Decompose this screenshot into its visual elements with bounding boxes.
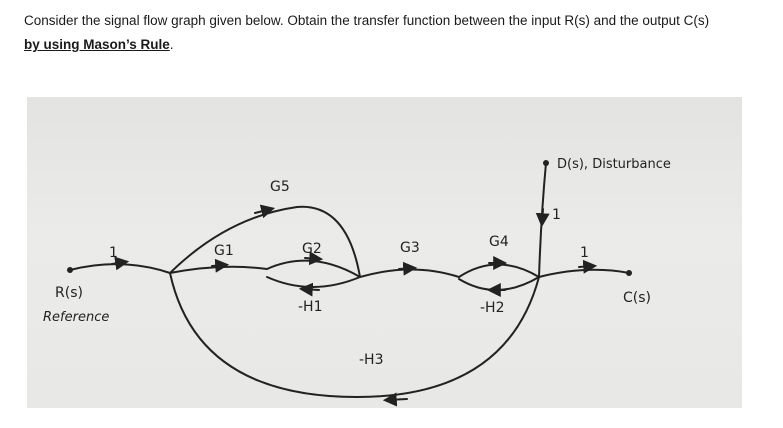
branch-h2 — [458, 276, 540, 291]
branch-g2 — [266, 259, 361, 278]
gain-output: 1 — [580, 245, 589, 261]
gain-g1: G1 — [214, 243, 234, 259]
arrow-output — [578, 259, 598, 274]
branch-g3 — [359, 268, 460, 278]
label-input: R(s) — [55, 285, 83, 301]
branch-input — [69, 263, 171, 274]
gain-disturbance: 1 — [552, 207, 561, 223]
gain-input: 1 — [109, 245, 118, 261]
arrow-g5 — [254, 204, 276, 219]
arrow-g2 — [304, 251, 324, 266]
branch-g1 — [169, 265, 268, 274]
arrow-disturbance — [535, 208, 550, 228]
question-method: by using Mason’s Rule — [24, 37, 170, 52]
gain-h2: -H2 — [480, 300, 505, 316]
arrow-g3 — [398, 261, 418, 276]
arrow-h3 — [382, 392, 408, 407]
question-sentence: Consider the signal flow graph given bel… — [24, 13, 710, 28]
branch-h1 — [266, 276, 361, 288]
branch-output — [538, 268, 630, 278]
question-period: . — [169, 37, 174, 52]
node-input — [67, 267, 73, 273]
signal-flow-graph: R(s) Reference C(s) D(s), Disturbance 1 … — [43, 157, 671, 407]
branch-h3 — [169, 272, 540, 399]
gain-h1: -H1 — [298, 299, 323, 315]
gain-h3: -H3 — [359, 352, 384, 368]
label-output: C(s) — [623, 290, 651, 306]
arrow-input — [111, 256, 130, 271]
gain-g5: G5 — [270, 179, 290, 195]
arrow-h1 — [298, 282, 320, 297]
node-disturbance — [543, 160, 549, 166]
node-output — [626, 270, 632, 276]
question-text: Consider the signal flow graph given bel… — [24, 9, 774, 57]
label-reference: Reference — [43, 310, 109, 325]
diagram-photo-background — [27, 97, 742, 408]
branch-g4 — [458, 263, 540, 278]
branch-g5 — [169, 205, 361, 278]
gain-g2: G2 — [302, 241, 322, 257]
gain-g3: G3 — [400, 240, 420, 256]
arrow-g1 — [211, 258, 230, 273]
gain-g4: G4 — [489, 234, 509, 250]
label-disturbance: D(s), Disturbance — [557, 157, 671, 172]
